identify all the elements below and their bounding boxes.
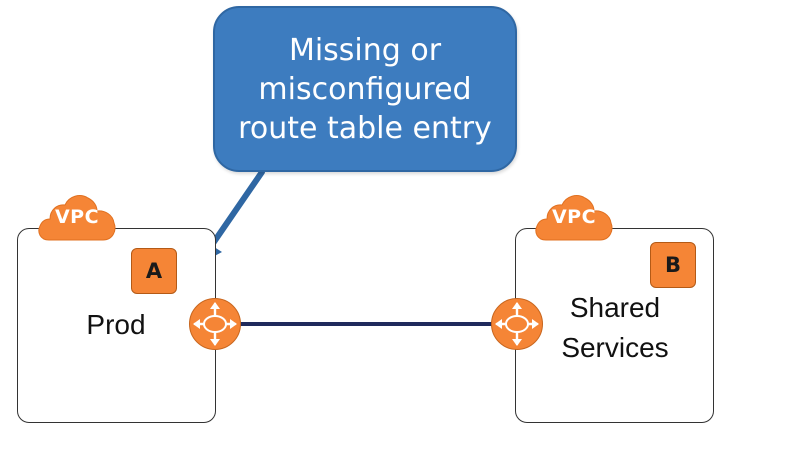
callout-line-3: route table entry (238, 110, 492, 146)
vpc-b-name-line-2: Services (561, 332, 669, 363)
callout-line-1: Missing or (288, 32, 442, 68)
router-b-icon (490, 297, 544, 351)
callout-line-2: misconfigured (258, 71, 472, 107)
instance-b-icon: B (650, 242, 696, 288)
vpc-a-badge-label: VPC (54, 206, 100, 228)
vpc-a-name: Prod (86, 309, 146, 340)
vpc-b-name-line-1: Shared (569, 292, 661, 323)
vpc-b-badge-label: VPC (551, 206, 597, 228)
vpc-b-cloud-icon: VPC (532, 190, 616, 244)
vpc-a-cloud-icon: VPC (35, 190, 119, 244)
router-a-icon (188, 297, 242, 351)
vpc-b-name: Shared Services (548, 288, 682, 368)
instance-a-icon: A (131, 248, 177, 294)
vpc-prod-box (17, 228, 216, 423)
route-table-callout: Missing or misconfigured route table ent… (213, 6, 517, 172)
